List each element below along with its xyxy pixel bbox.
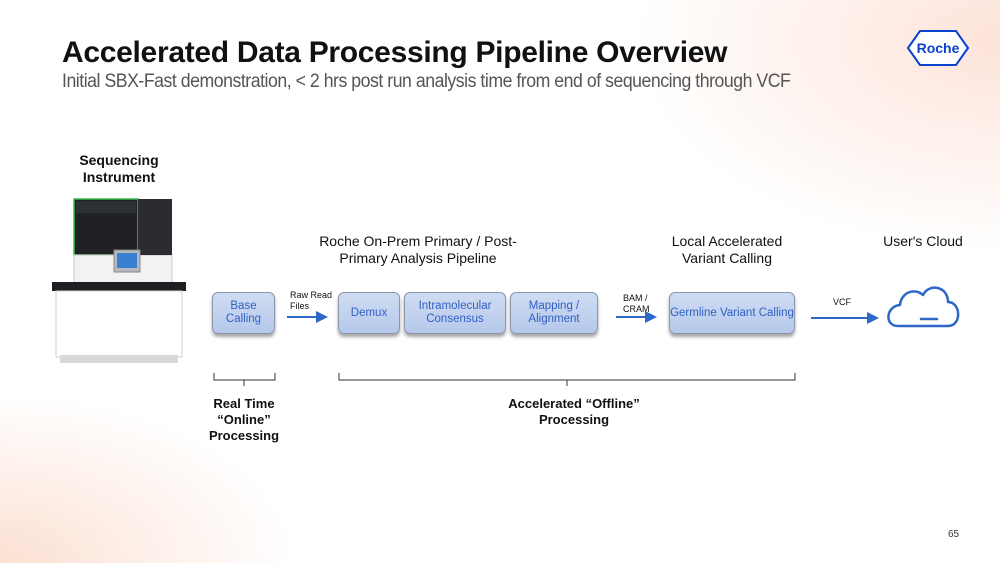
- on-prem-pipeline-label: Roche On-Prem Primary / Post-Primary Ana…: [319, 233, 517, 266]
- germline-variant-calling-box: Germline Variant Calling: [669, 292, 795, 334]
- cloud-icon: [887, 286, 960, 328]
- page-number: 65: [948, 529, 960, 540]
- bam-cram-label: BAM / CRAM: [623, 293, 650, 314]
- users-cloud-label: User's Cloud: [883, 233, 963, 249]
- local-variant-calling-label: Local Accelerated Variant Calling: [671, 233, 783, 266]
- slide-subtitle: Initial SBX-Fast demonstration, < 2 hrs …: [62, 71, 791, 92]
- roche-logo-icon: [907, 30, 969, 66]
- base-calling-box: Base Calling: [212, 292, 275, 334]
- mapping-alignment-box: Mapping / Alignment: [510, 292, 598, 334]
- realtime-processing-label: Real Time “Online” Processing: [208, 396, 280, 443]
- intramolecular-consensus-box: Intramolecular Consensus: [404, 292, 506, 334]
- slide-title: Accelerated Data Processing Pipeline Ove…: [62, 36, 728, 69]
- demux-box: Demux: [338, 292, 400, 334]
- realtime-bracket: [213, 373, 276, 386]
- vcf-label: VCF: [833, 297, 851, 307]
- offline-processing-label: Accelerated “Offline” Processing: [508, 396, 640, 427]
- offline-bracket: [338, 373, 796, 386]
- raw-read-files-label: Raw Read Files: [290, 290, 333, 311]
- sequencing-instrument-label: Sequencing Instrument: [79, 152, 159, 185]
- roche-logo-text: Roche: [916, 40, 960, 56]
